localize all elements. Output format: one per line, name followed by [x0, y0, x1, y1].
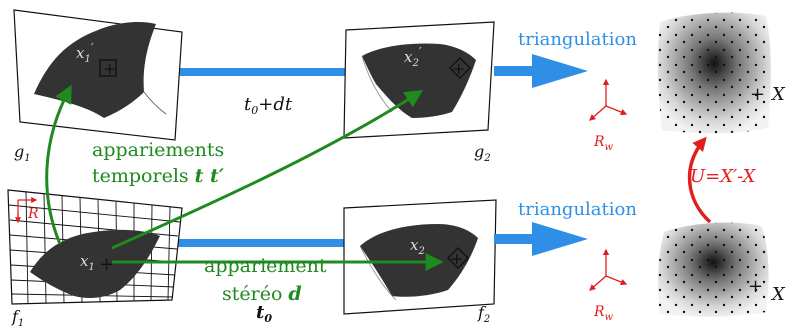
- patch-marker-g2: [449, 57, 471, 79]
- point-cloud-plus-bottom: +: [748, 276, 763, 297]
- surface-g2: [362, 43, 476, 118]
- point-cloud-label-top: X: [770, 84, 786, 105]
- point-label-f1: x1: [80, 252, 95, 273]
- view-label-f2: f2: [477, 303, 490, 325]
- patch-plus-f2: +: [450, 249, 463, 268]
- patch-marker-f2: [447, 247, 469, 269]
- temporal-match-line1: appariements: [92, 139, 224, 161]
- view-f1: x1 + R f1: [7, 189, 183, 327]
- world-frame-top: [589, 78, 628, 121]
- point-label-f2: x2: [410, 236, 425, 257]
- world-frame-label-top: Rw: [593, 134, 614, 153]
- view-f2: + x2 f2: [343, 199, 497, 325]
- view-label-g1: g1: [14, 142, 31, 164]
- arrow-f1-to-g2: [111, 90, 424, 250]
- displacement-arrow: [687, 136, 712, 224]
- triangulation-label-top: triangulation: [518, 29, 637, 50]
- time-label-bottom: t0: [256, 302, 272, 325]
- patch-marker-g1: [99, 59, 117, 77]
- patch-plus-g1: +: [103, 59, 116, 78]
- triangulation-arrow-bottom: [494, 222, 588, 256]
- patch-plus-g2: +: [452, 59, 465, 78]
- point-cloud-plus-top: +: [750, 84, 765, 105]
- triangulation-label-bottom: triangulation: [518, 199, 637, 220]
- displacement-label: U=X′-X: [690, 166, 757, 187]
- world-frame-bottom: [589, 248, 628, 291]
- patch-plus-f1: +: [99, 254, 114, 275]
- arrow-f1-to-g1: [45, 84, 72, 245]
- point-cloud-reference: [657, 222, 769, 317]
- stereo-match-line1: appariement: [204, 255, 327, 277]
- view-label-f1: f1: [11, 307, 24, 327]
- world-frame-label-bottom: Rw: [593, 304, 614, 323]
- view-label-g2: g2: [474, 142, 491, 164]
- temporal-matching-arrows: [45, 84, 424, 250]
- point-cloud-deformed: [657, 12, 771, 134]
- camera-frame-label-f1: R: [27, 206, 39, 222]
- surface-f2: [360, 224, 478, 297]
- blue-bar-top: [180, 68, 360, 76]
- point-label-g1: x1′: [76, 41, 94, 65]
- view-g2: + x2′ g2: [343, 21, 495, 164]
- point-label-g2: x2′: [404, 45, 422, 69]
- point-cloud-label-bottom: X: [770, 284, 786, 305]
- surface-f1: [30, 229, 160, 298]
- triangulation-arrow-top: [494, 54, 588, 88]
- time-label-top: t0+dt: [244, 94, 293, 117]
- blue-bar-bottom: [160, 239, 352, 247]
